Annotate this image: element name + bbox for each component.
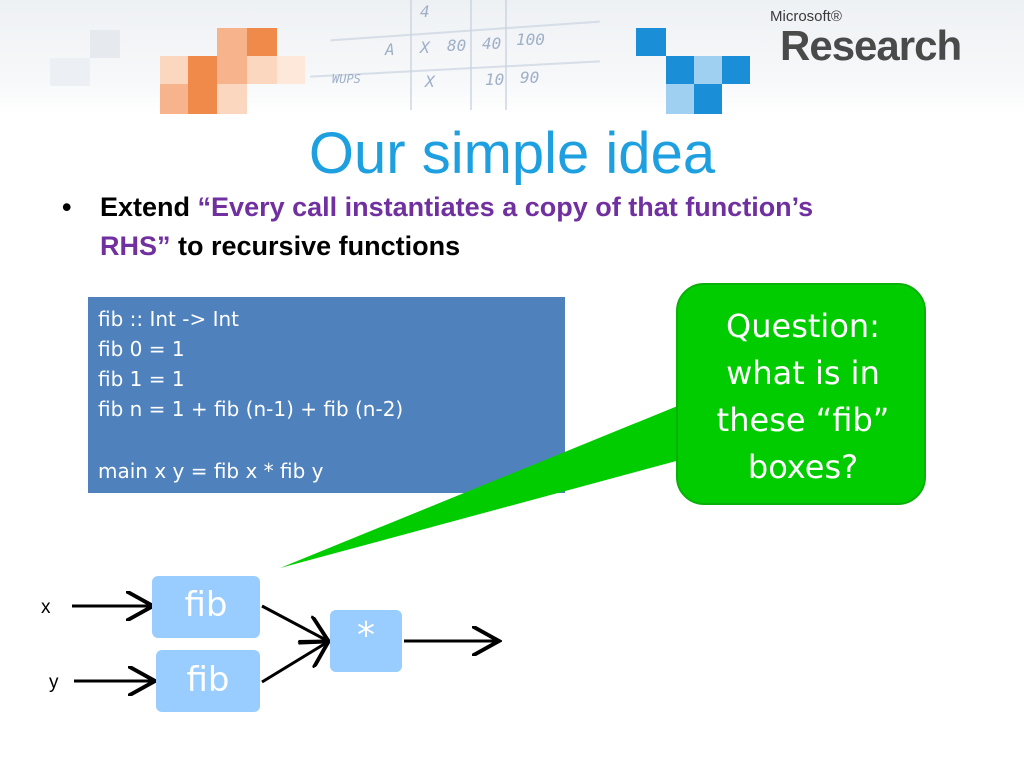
question-line: boxes? xyxy=(747,448,859,486)
code-line: fib 1 = 1 xyxy=(98,367,185,391)
multiply-box: * xyxy=(330,610,402,672)
code-block: fib :: Int -> Int fib 0 = 1 fib 1 = 1 fi… xyxy=(88,297,565,493)
sketch-text: 90 xyxy=(520,68,540,87)
bullet-quote: “Every call instantiates a copy of that … xyxy=(100,192,814,261)
sketch-text: 4 xyxy=(420,2,430,21)
header-banner: A X 80 40 100 WUPS X 10 90 4 Microsoft® … xyxy=(0,0,1024,115)
question-line: these “fib” xyxy=(716,401,890,439)
decor-square xyxy=(217,84,247,114)
code-line: fib :: Int -> Int xyxy=(98,307,240,331)
arrow-fib1-to-mult xyxy=(261,604,326,640)
decor-square xyxy=(188,84,217,114)
bullet-suffix: to recursive functions xyxy=(178,231,461,261)
callout-pointer xyxy=(280,405,680,568)
slide-title: Our simple idea xyxy=(308,121,716,186)
sketch-text: X xyxy=(420,38,430,57)
fib-box-bottom: fib xyxy=(156,650,260,712)
sketch-text: WUPS xyxy=(332,72,361,86)
logo-microsoft: Microsoft® xyxy=(770,8,842,25)
decor-square xyxy=(90,30,120,58)
decor-square xyxy=(247,56,277,84)
arrow-fib2-to-mult xyxy=(261,643,326,684)
fib-box-top: fib xyxy=(152,576,260,638)
decor-square xyxy=(50,58,90,86)
bullet-text: Extend “Every call instantiates a copy o… xyxy=(100,188,860,266)
sketch-line xyxy=(410,0,412,110)
decor-square xyxy=(694,56,722,84)
sketch-text: X xyxy=(425,72,435,91)
question-callout: Question: what is in these “fib” boxes? xyxy=(676,283,926,505)
code-line: fib 0 = 1 xyxy=(98,337,185,361)
sketch-text: 40 xyxy=(482,34,502,53)
sketch-line xyxy=(505,0,507,110)
decor-square xyxy=(666,84,694,114)
question-line: what is in xyxy=(726,354,880,392)
sketch-line xyxy=(470,0,472,110)
decor-square xyxy=(636,28,666,56)
sketch-text: 10 xyxy=(485,70,505,89)
question-line: Question: xyxy=(726,307,880,345)
decor-square xyxy=(217,56,247,84)
decor-square xyxy=(666,56,694,84)
sketch-text: 80 xyxy=(447,36,467,55)
decor-square xyxy=(160,56,188,84)
input-label-x: x xyxy=(41,597,51,618)
decor-square xyxy=(247,28,277,56)
code-line: fib n = 1 + fib (n-1) + fib (n-2) xyxy=(98,397,404,421)
decor-square xyxy=(217,28,247,56)
decor-square xyxy=(160,84,188,114)
decor-square xyxy=(188,56,217,84)
code-line: main x y = fib x * fib y xyxy=(98,459,324,483)
sketch-text: 100 xyxy=(516,30,545,49)
decor-square xyxy=(277,56,305,84)
decor-square xyxy=(694,84,722,114)
input-label-y: y xyxy=(49,672,59,693)
logo-research: Research xyxy=(780,22,962,69)
bullet-prefix: Extend xyxy=(100,192,191,222)
bullet-marker: • xyxy=(62,192,72,222)
decor-square xyxy=(722,56,750,84)
sketch-text: A xyxy=(385,40,395,59)
microsoft-research-logo: Microsoft® Research xyxy=(770,8,970,78)
